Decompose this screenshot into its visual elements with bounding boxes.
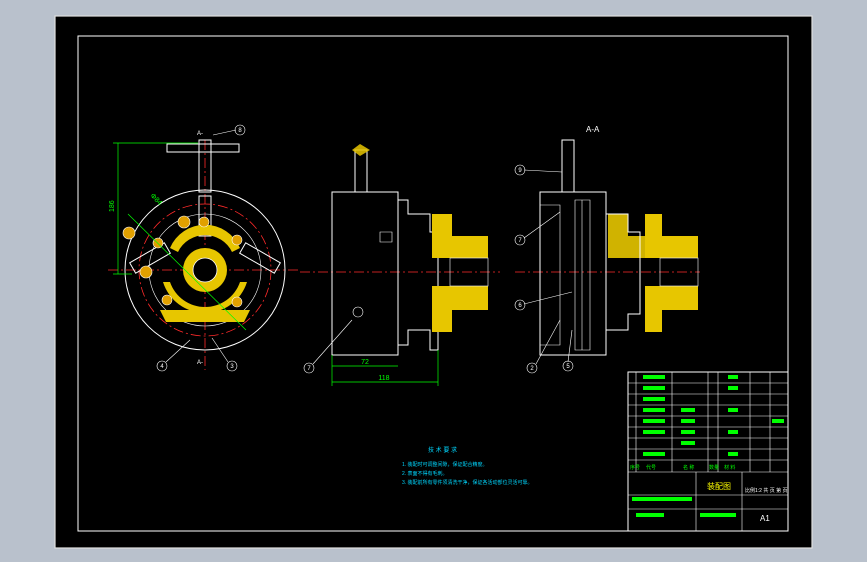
front-view: 186 Φ84 A- A- 8 4 3 [108, 124, 300, 372]
front-dim-vertical: 186 [109, 200, 116, 212]
notes-item: 2. 表面不得有毛刺。 [402, 470, 448, 477]
balloon [562, 360, 574, 372]
drawing-border [77, 35, 789, 532]
balloon [526, 362, 538, 374]
t-handle-stem [198, 139, 212, 193]
balloon-label: 7 [307, 366, 311, 372]
balloon-label: 7 [518, 238, 522, 244]
front-section-label-bottom: A- [197, 360, 203, 366]
side-dim-outer: 118 [378, 375, 389, 382]
title-block: 序号 代号 名 称 数量 材 料 装配图 比例1:2 共 页 第 页 A1 [627, 371, 789, 532]
balloon [514, 234, 526, 246]
notes-item: 3. 装配前所有零件须清洗干净，保证各活动部位灵活可靠。 [402, 479, 533, 486]
drawing-scale: A1 [760, 514, 770, 523]
technical-notes: 技 术 要 求 1. 装配时可调整间隙，保证配合精度。 2. 表面不得有毛刺。 … [402, 446, 533, 486]
front-hatch-ring [163, 282, 247, 313]
balloon [156, 360, 168, 372]
balloon-label: 2 [530, 366, 534, 372]
balloon [234, 124, 246, 136]
parts-header-name: 名 称 [683, 464, 694, 471]
section-view: A-A 9 7 6 5 2 [514, 125, 700, 374]
parts-list-grid [628, 372, 788, 473]
balloon [226, 360, 238, 372]
balloon-label: 3 [230, 364, 234, 370]
side-view: 72 118 7 [300, 144, 500, 386]
parts-header-code: 代号 [646, 464, 656, 471]
balloon [514, 164, 526, 176]
drawing-remark: 比例1:2 共 页 第 页 [745, 487, 788, 494]
balloon [514, 299, 526, 311]
drawing-canvas [54, 15, 813, 549]
parts-list-entries [643, 375, 784, 456]
section-title: A-A [586, 125, 600, 134]
balloon-label: 8 [238, 128, 242, 134]
notes-item: 1. 装配时可调整间隙，保证配合精度。 [402, 461, 488, 468]
notes-title: 技 术 要 求 [428, 446, 457, 454]
balloon-label: 6 [518, 303, 522, 309]
t-handle-bar [166, 143, 240, 153]
drawing-name: 装配图 [707, 481, 731, 491]
balloon-label: 5 [566, 364, 570, 370]
balloon-label: 9 [518, 168, 522, 174]
front-section-label-top: A- [197, 131, 203, 137]
parts-header-qty: 数量 [709, 464, 719, 471]
balloon [303, 362, 315, 374]
parts-header-material: 材 料 [724, 464, 735, 471]
balloon-label: 4 [160, 364, 164, 370]
side-dim-inner: 72 [361, 359, 369, 366]
parts-header-index: 序号 [630, 464, 640, 471]
